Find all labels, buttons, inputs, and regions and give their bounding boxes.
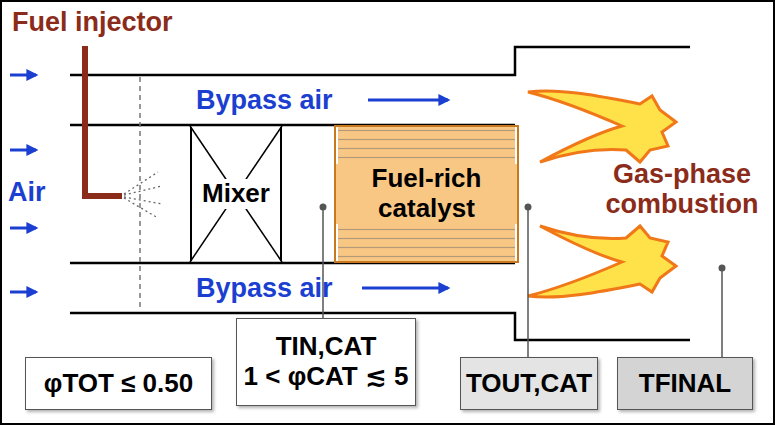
leader-line [527, 210, 529, 357]
mixer-vane [190, 126, 282, 262]
box-text: TFINAL [639, 369, 731, 399]
duct-wall-top [70, 47, 690, 75]
fuel-spray [124, 172, 162, 218]
box-text: TIN,CAT [276, 332, 377, 362]
flow-label: Bypass air [196, 274, 333, 304]
equivalence-ratio-box: φTOT ≤ 0.50 [25, 357, 212, 410]
flame [528, 226, 676, 297]
temperature-box: TIN,CAT1 < φCAT ≲ 5 [236, 318, 416, 406]
temperature-box: TFINAL [617, 357, 753, 410]
flow-label: Air [8, 178, 46, 208]
component-label: Fuel injector [12, 8, 173, 38]
box-text: φTOT ≤ 0.50 [44, 369, 193, 399]
leader-line [721, 271, 723, 357]
process-label: Gas-phase combustion [596, 160, 768, 219]
box-text: 1 < φCAT ≲ 5 [244, 362, 409, 392]
flow-label: Bypass air [196, 86, 333, 116]
catalyst-box: Fuel-rich catalyst [334, 125, 519, 263]
injection-plane [139, 77, 141, 311]
mixer-vane [190, 126, 282, 262]
measurement-point [320, 204, 327, 211]
temperature-box: TOUT,CAT [460, 357, 598, 410]
box-text: TOUT,CAT [466, 369, 592, 399]
measurement-point [525, 204, 532, 211]
fuel-injector-pipe [85, 46, 122, 196]
mixer-box: Mixer [190, 127, 282, 261]
measurement-point [719, 265, 726, 272]
box-text: Fuel-rich catalyst [336, 164, 517, 224]
box-text: Mixer [200, 179, 272, 209]
flame [528, 91, 676, 162]
